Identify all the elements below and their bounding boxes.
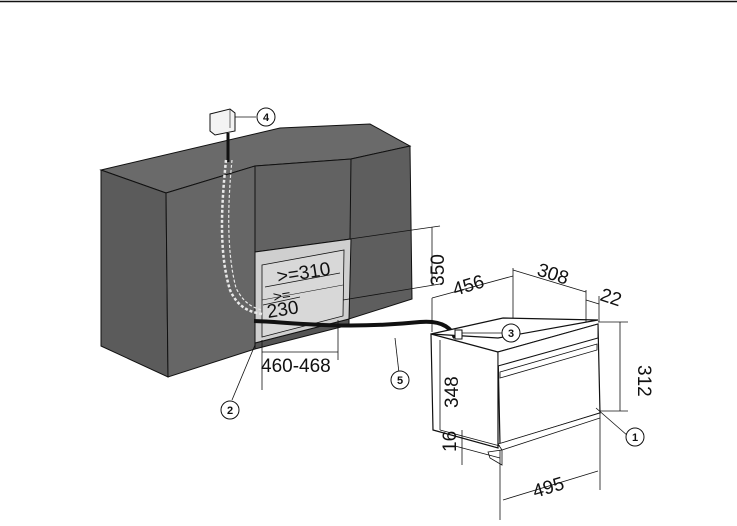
callout-2: 2 — [221, 401, 239, 419]
leader-1 — [596, 408, 628, 436]
callout-4-label: 4 — [263, 112, 270, 124]
callout-3-label: 3 — [508, 328, 514, 340]
callout-5: 5 — [391, 371, 409, 389]
dim-350-label: 350 — [428, 254, 449, 286]
dim-16-label: 16 — [440, 431, 461, 452]
callout-3: 3 — [502, 324, 520, 342]
callout-1-label: 1 — [632, 432, 638, 444]
junction-box — [210, 109, 235, 135]
cabinet — [101, 124, 412, 377]
dim-348-label: 348 — [442, 376, 463, 408]
dim-22-label: 22 — [597, 285, 624, 312]
callout-2-label: 2 — [227, 405, 233, 417]
cabinet-left-side — [101, 170, 168, 377]
dim-308-label: 308 — [534, 260, 571, 290]
callout-1: 1 — [626, 428, 644, 446]
cabinet-center-upper — [255, 159, 351, 252]
dim-456-label: 456 — [450, 271, 486, 300]
dim-495-label: 495 — [530, 473, 566, 502]
callout-5-label: 5 — [397, 375, 403, 387]
dim-312-label: 312 — [633, 365, 654, 397]
leader-5 — [395, 338, 399, 373]
callout-4: 4 — [257, 108, 275, 126]
plug — [455, 330, 462, 339]
cabinet-right-front — [349, 146, 412, 319]
cabinet-left-front — [166, 166, 255, 377]
dim-460-label: 460-468 — [261, 356, 331, 377]
